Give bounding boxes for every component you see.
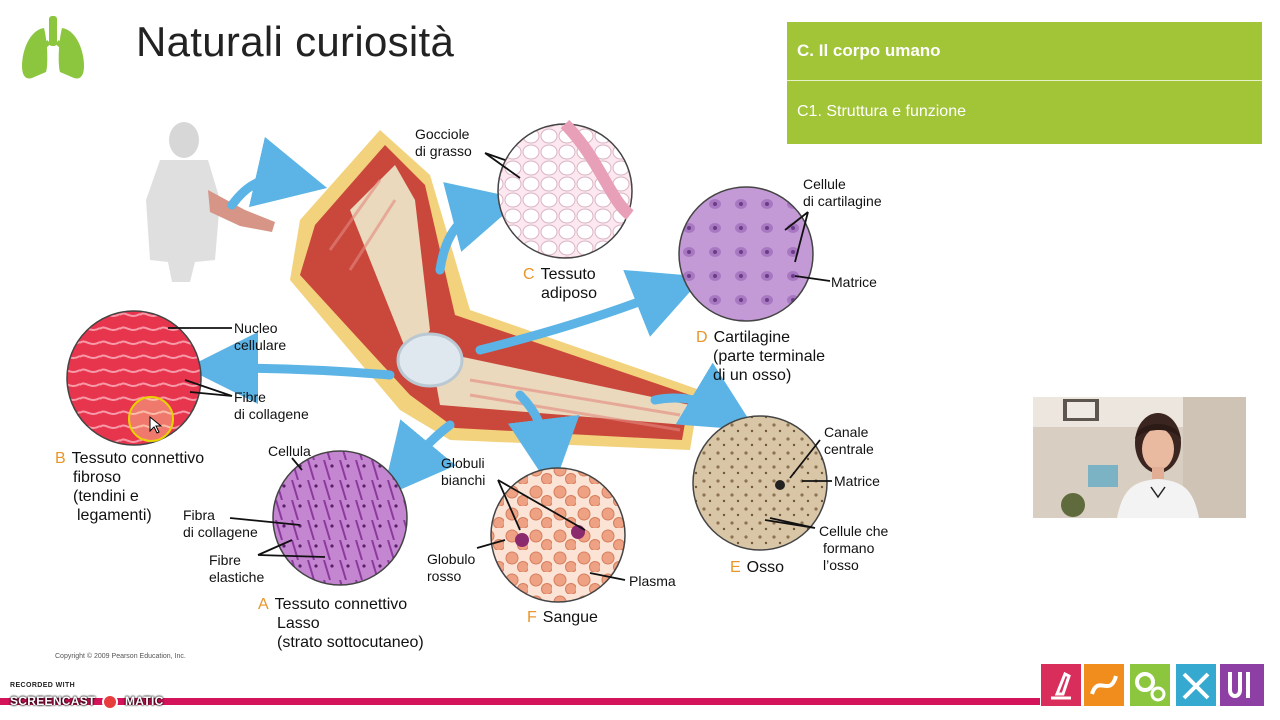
section-box: C. Il corpo umano C1. Struttura e funzio…: [787, 22, 1262, 144]
label-globulo-rosso: Globulo rosso: [427, 551, 476, 584]
logo-tile-4: [1176, 664, 1216, 706]
watermark-recorded: RECORDED WITH: [10, 682, 76, 689]
label-matrice-e: Matrice: [834, 473, 880, 489]
presenter-video: [1033, 397, 1246, 518]
tools-icon: [1182, 672, 1210, 700]
label-fibre-collagene-b: Fibre di collagene: [234, 389, 309, 422]
label-cellule-osso: Cellule che formano l’osso: [819, 523, 889, 573]
label-canale-centrale: Canale centrale: [824, 424, 874, 457]
label-gocciole: Gocciole di grasso: [415, 126, 472, 159]
section-subheading: C1. Struttura e funzione: [797, 103, 966, 120]
watermark-brand: SCREENCAST MATIC: [10, 694, 164, 710]
logo-tile-1: [1041, 664, 1081, 706]
logo-tile-2: [1084, 664, 1124, 706]
play-icon: [102, 694, 119, 710]
bottom-accent-bar: [0, 698, 1040, 705]
logo-tile-5: [1220, 664, 1264, 706]
section-heading: C. Il corpo umano: [787, 22, 1262, 81]
logo-tile-3: [1130, 664, 1170, 706]
copyright: Copyright © 2009 Pearson Education, Inc.: [55, 653, 186, 660]
label-fibre-elastiche: Fibre elastiche: [209, 552, 265, 585]
label-cellule-cartilagine: Cellule di cartilagine: [803, 176, 882, 209]
slide-title: Naturali curiosità: [136, 18, 455, 65]
label-matrice-d: Matrice: [831, 274, 877, 290]
label-cellula: Cellula: [268, 443, 311, 459]
human-figure: [146, 122, 275, 282]
label-plasma: Plasma: [629, 573, 676, 589]
webcam-overlay: [1033, 397, 1246, 518]
label-globuli-bianchi: Globuli bianchi: [441, 455, 486, 488]
cursor-icon: [149, 415, 163, 434]
microscope-icon: [1051, 671, 1071, 700]
label-fibra-collagene-a: Fibra di collagene: [183, 507, 258, 540]
label-nucleo: Nucleo cellulare: [234, 320, 287, 353]
lungs-icon: [22, 16, 84, 79]
gears-icon: [1135, 672, 1166, 702]
